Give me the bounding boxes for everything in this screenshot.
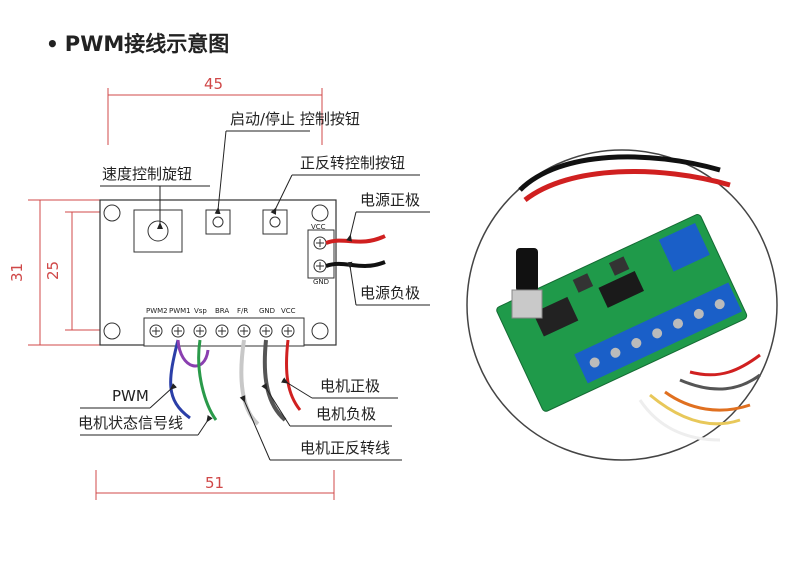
callout-motor-status: 电机状态信号线 xyxy=(78,414,183,432)
bullet-icon: • xyxy=(46,32,59,56)
terminal-label-pwm1: PWM1 xyxy=(169,307,191,315)
status-purple-wire xyxy=(176,339,210,368)
callout-motor-direction: 电机正反转线 xyxy=(300,439,390,457)
dim-top-label: 45 xyxy=(204,75,223,93)
product-photo xyxy=(466,149,778,461)
power-black-wire xyxy=(325,260,386,268)
dim-left-inner-label: 25 xyxy=(44,261,62,280)
callout-leaders xyxy=(80,130,430,461)
terminal-label-gnd: GND xyxy=(259,307,275,315)
mount-hole-bl xyxy=(103,322,121,340)
side-terminal-gnd: GND xyxy=(313,278,329,286)
status-green-wire xyxy=(197,339,218,421)
terminal-label-vcc: VCC xyxy=(281,307,296,315)
terminal-label-fr: F/R xyxy=(237,307,248,315)
dim-left-outer-label: 31 xyxy=(8,263,26,282)
callout-motor-negative: 电机负极 xyxy=(316,405,376,423)
callout-pwm: PWM xyxy=(112,387,149,405)
dim-bottom-label: 51 xyxy=(205,474,224,492)
callout-speed-knob: 速度控制旋钮 xyxy=(102,165,192,183)
callout-power-positive: 电源正极 xyxy=(360,191,420,209)
terminal-label-vsp: Vsp xyxy=(194,307,207,315)
terminal-label-pwm2: PWM2 xyxy=(146,307,168,315)
negative-gray-wire xyxy=(262,339,287,422)
mount-hole-tl xyxy=(103,204,121,222)
start-stop-button xyxy=(205,209,231,235)
direction-button xyxy=(262,209,288,235)
direction-white-wire xyxy=(239,339,260,426)
title-text: PWM接线示意图 xyxy=(64,32,230,56)
page-title: •PWM接线示意图 xyxy=(46,28,229,58)
speed-knob xyxy=(133,209,183,253)
callout-start-stop: 启动/停止 控制按钮 xyxy=(230,110,360,128)
callout-direction-button: 正反转控制按钮 xyxy=(300,154,405,172)
callout-power-negative: 电源负极 xyxy=(360,284,420,302)
positive-red-wire xyxy=(285,339,302,411)
terminal-label-bra: BRA xyxy=(215,307,229,315)
side-terminal-block xyxy=(307,229,335,279)
dimension-lines xyxy=(28,88,335,500)
callout-motor-positive: 电机正极 xyxy=(320,377,380,395)
bottom-terminal-block xyxy=(143,317,305,347)
power-red-wire xyxy=(325,234,386,245)
bottom-terminal-screws xyxy=(149,324,295,338)
mount-hole-br xyxy=(311,322,329,340)
side-terminal-vcc: VCC xyxy=(311,223,326,231)
mount-hole-tr xyxy=(311,204,329,222)
